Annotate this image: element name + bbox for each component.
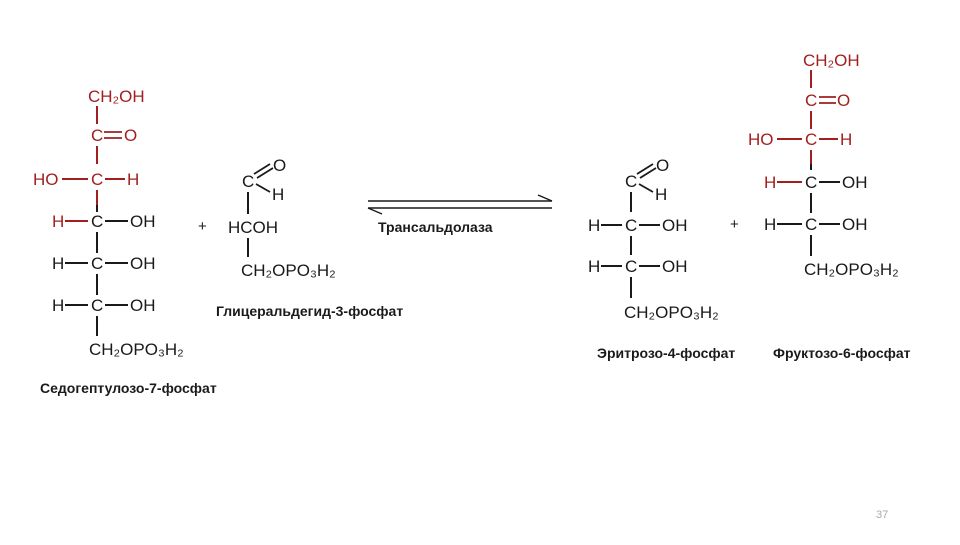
sedo-c6: C bbox=[91, 296, 103, 315]
sedo-c3: C bbox=[91, 170, 103, 189]
f6p-c4: C bbox=[805, 173, 817, 192]
erythrose-name: Эритрозо-4-фосфат bbox=[597, 345, 735, 361]
e4p-c2: C bbox=[625, 216, 637, 235]
page-number: 37 bbox=[876, 509, 888, 521]
sedo-c2: C bbox=[91, 126, 103, 145]
f6p-oh4: OH bbox=[842, 173, 868, 192]
sedo-h3: H bbox=[127, 170, 139, 189]
e4p-ch2opo3h2: CH₂OPO₃H₂ bbox=[624, 303, 719, 322]
sedo-ho: HO bbox=[33, 170, 59, 189]
glyceraldehyde-name: Глицеральдегид-3-фосфат bbox=[216, 303, 403, 319]
sedo-oh4: OH bbox=[130, 212, 156, 231]
sedo-oh5: OH bbox=[130, 254, 156, 273]
sedo-h6: H bbox=[52, 296, 64, 315]
sedoheptulose-name: Седогептулозо-7-фосфат bbox=[40, 380, 217, 396]
f6p-h4: H bbox=[764, 173, 776, 192]
gap-ch2opo3h2: CH₂OPO₃H₂ bbox=[241, 261, 336, 280]
gap-o: O bbox=[273, 156, 286, 175]
f6p-h5: H bbox=[764, 215, 776, 234]
sedo-h5: H bbox=[52, 254, 64, 273]
e4p-oh2: OH bbox=[662, 216, 688, 235]
gap-h1: H bbox=[272, 185, 284, 204]
fructose-name: Фруктозо-6-фосфат bbox=[773, 345, 911, 361]
e4p-h3: H bbox=[588, 257, 600, 276]
glyceraldehyde-3-phosphate: C O H HCOH CH₂OPO₃H₂ Глицеральдегид-3-фо… bbox=[216, 156, 403, 319]
e4p-o: O bbox=[656, 156, 669, 175]
f6p-c3: C bbox=[805, 130, 817, 149]
f6p-ch2opo3h2: CH₂OPO₃H₂ bbox=[804, 260, 899, 279]
f6p-oh5: OH bbox=[842, 215, 868, 234]
e4p-c1: C bbox=[625, 172, 637, 191]
equilibrium-arrows bbox=[367, 194, 553, 215]
sedoheptulose-7-phosphate: CH₂OH C O HO C H H C OH H C bbox=[33, 87, 217, 396]
sedo-ch2oh: CH₂OH bbox=[88, 87, 145, 106]
f6p-ho: HO bbox=[748, 130, 774, 149]
fructose-6-phosphate: CH₂OH C O HO C H H C OH H C OH bbox=[748, 51, 911, 361]
plus-left: + bbox=[198, 218, 207, 235]
gap-c1: C bbox=[242, 172, 254, 191]
sedo-c4: C bbox=[91, 212, 103, 231]
sedo-o: O bbox=[124, 126, 137, 145]
sedo-h4: H bbox=[52, 212, 64, 231]
erythrose-4-phosphate: C O H H C OH H C OH CH₂OPO₃H₂ Эритрозо-4… bbox=[588, 156, 735, 361]
gap-hcoh: HCOH bbox=[228, 218, 278, 237]
f6p-c2: C bbox=[805, 91, 817, 110]
enzyme-label: Трансальдолаза bbox=[378, 219, 493, 235]
e4p-h1: H bbox=[655, 185, 667, 204]
e4p-c3: C bbox=[625, 257, 637, 276]
e4p-oh3: OH bbox=[662, 257, 688, 276]
f6p-o: O bbox=[837, 91, 850, 110]
plus-right: + bbox=[730, 216, 739, 233]
sedo-c5: C bbox=[91, 254, 103, 273]
f6p-c5: C bbox=[805, 215, 817, 234]
f6p-h3: H bbox=[840, 130, 852, 149]
f6p-ch2oh: CH₂OH bbox=[803, 51, 860, 70]
sedo-ch2opo3h2: CH₂OPO₃H₂ bbox=[89, 340, 184, 359]
e4p-h2: H bbox=[588, 216, 600, 235]
sedo-oh6: OH bbox=[130, 296, 156, 315]
